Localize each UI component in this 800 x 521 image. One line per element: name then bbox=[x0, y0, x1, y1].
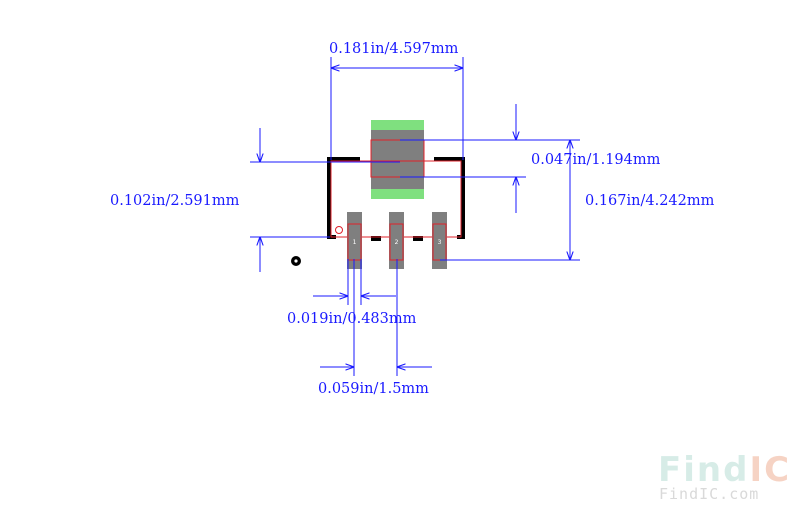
overall-height-label: 0.167in/4.242mm bbox=[585, 193, 715, 209]
watermark-url: FindIC.com bbox=[659, 485, 759, 503]
pin-pitch-label: 0.059in/1.5mm bbox=[318, 381, 429, 397]
tab-pad bbox=[371, 130, 424, 189]
pin-number: 3 bbox=[438, 239, 442, 246]
tab-to-pin-label: 0.102in/2.591mm bbox=[110, 193, 240, 209]
origin-marker bbox=[291, 256, 301, 266]
pin-width-label: 0.019in/0.483mm bbox=[287, 311, 417, 327]
tab-copper-outline bbox=[370, 139, 425, 178]
dimension-labels: 0.181in/4.597mm 0.047in/1.194mm 0.167in/… bbox=[110, 41, 715, 397]
pin-number: 1 bbox=[353, 239, 357, 246]
watermark-logo: FindIC bbox=[658, 450, 791, 490]
tab-length-label: 0.047in/1.194mm bbox=[531, 152, 661, 168]
package-footprint: 1 2 3 bbox=[291, 120, 465, 269]
silk-segment bbox=[413, 236, 423, 241]
pin-pad-3: 3 bbox=[432, 212, 447, 269]
findic-watermark: FindIC FindIC.com bbox=[658, 450, 791, 503]
silk-segment bbox=[371, 236, 381, 241]
pin1-marker bbox=[335, 226, 343, 234]
body-width-label: 0.181in/4.597mm bbox=[329, 41, 459, 57]
dimension-lines bbox=[250, 57, 580, 376]
pin-number: 2 bbox=[395, 239, 399, 246]
